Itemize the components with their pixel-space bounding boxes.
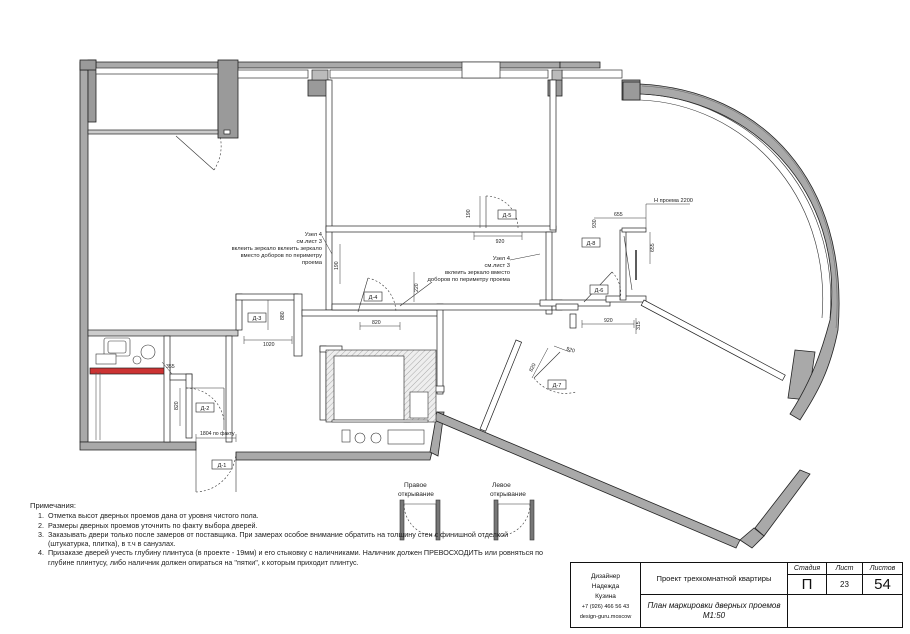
dim-190-d7: 920	[565, 346, 575, 354]
dim-1804: 1804 по факту	[200, 431, 235, 437]
door-tag-d4: Д-4	[369, 295, 378, 301]
exterior-walls	[79, 61, 816, 549]
svg-text:открывание: открывание	[398, 491, 434, 498]
sheet-label: Лист	[827, 563, 863, 575]
door-tag-d1: Д-1	[218, 463, 227, 469]
designer-first-name: Надежда	[591, 583, 620, 590]
legend-left-opening: Левое открывание	[490, 482, 535, 541]
note-item: Призаказе дверей учесть глубину плинтуса…	[46, 548, 550, 567]
svg-text:проема: проема	[302, 260, 323, 266]
door-tag-d5: Д-5	[503, 213, 512, 219]
sheet-title-line1: План маркировки дверных проемов	[647, 601, 781, 610]
svg-text:см.лист 3: см.лист 3	[296, 239, 322, 245]
dim-920-d6: 920	[604, 318, 613, 324]
sanitary-fixtures	[95, 337, 429, 445]
dim-920-d5: 920	[496, 239, 505, 245]
dim-820-d2: 820	[174, 401, 180, 410]
leader-lines	[321, 235, 541, 261]
windows	[95, 61, 623, 81]
notes-title: Примечания:	[30, 501, 76, 510]
designer-last-name: Кузина	[595, 593, 616, 600]
dim-880: 880	[280, 311, 286, 320]
door-tag-d2-box	[195, 402, 215, 413]
curved-facade	[639, 83, 840, 421]
svg-text:Левое: Левое	[492, 482, 511, 489]
door-tag-d7-box	[547, 379, 567, 390]
dim-1020-d3: 1020	[263, 342, 275, 348]
facade-pier	[622, 81, 641, 101]
svg-text:Узел 4: Узел 4	[493, 256, 511, 262]
dimension-lines	[161, 196, 690, 442]
note-item: Отметка высот дверных проемов дана от ур…	[46, 511, 550, 520]
notes-list: Отметка высот дверных проемов дана от ур…	[30, 511, 550, 567]
project-name: Проект трехкомнатной квартиры	[641, 563, 788, 595]
svg-text:см.лист 3: см.лист 3	[484, 263, 510, 269]
door-tag-d3-box	[247, 312, 267, 323]
designer-site: design-guru.moscow	[579, 614, 632, 620]
sheets-label: Листов	[863, 563, 902, 575]
stage-label: Стадия	[788, 563, 827, 575]
door-tag-d1-box	[211, 459, 233, 470]
door-tags: Д-1 Д-2 Д-3 Д-4 Д-5 Д-6 Д-7 Д-8	[195, 209, 609, 470]
dim-190-d5: 190	[466, 209, 472, 218]
dim-315: 315	[636, 321, 642, 330]
door-tag-d8-box	[581, 237, 601, 248]
door-tag-d4-box	[363, 291, 383, 302]
svg-text:открывание: открывание	[490, 491, 526, 498]
notes-block: Примечания: Отметка высот дверных проемо…	[30, 501, 550, 567]
door-tag-d3: Д-3	[253, 316, 262, 322]
door-tag-d6-box	[589, 284, 609, 295]
sheet-title: План маркировки дверных проемов М1:50	[641, 595, 788, 627]
step-hatch	[95, 372, 101, 440]
door-tag-d5-box	[497, 209, 517, 220]
opening-height-label: Н проема 2200	[654, 198, 693, 204]
dim-655-side: 655	[650, 243, 656, 252]
sheets-total: 54	[863, 575, 902, 595]
dim-220: 220	[414, 283, 420, 292]
legend-right-opening: Правое открывание	[398, 482, 441, 541]
note-item: Заказывать двери только после замеров от…	[46, 530, 550, 549]
svg-text:доборов по периметру проема: доборов по периметру проема	[428, 277, 511, 283]
sheet-title-line2: М1:50	[702, 611, 726, 620]
interior-walls	[87, 79, 786, 443]
svg-text:вместо доборов по периметру: вместо доборов по периметру	[241, 253, 322, 259]
hatched-elements	[325, 349, 437, 423]
dim-190-d4: 190	[334, 261, 340, 270]
dim-355: 355	[166, 364, 175, 370]
title-block: Дизайнер Надежда Кузина +7 (926) 466 56 …	[570, 562, 903, 628]
node-annotation-right: Узел 4 см.лист 3 вклеить зеркало вместо …	[428, 256, 511, 283]
svg-text:Правое: Правое	[404, 482, 427, 489]
stage-value: П	[788, 575, 827, 595]
sheet-number: 23	[827, 575, 863, 595]
opening-height-text: Н проема 2200	[654, 198, 693, 204]
dim-820-d7: 820	[528, 362, 537, 373]
door-tag-d6: Д-6	[595, 288, 604, 294]
dim-820-d4: 820	[372, 320, 381, 326]
designer-role: Дизайнер	[590, 573, 621, 580]
note-item: Размеры дверных проемов уточнить по факт…	[46, 521, 550, 530]
svg-text:Узел 4: Узел 4	[305, 232, 323, 238]
designer-cell: Дизайнер Надежда Кузина +7 (926) 466 56 …	[571, 563, 641, 627]
door-tag-d8: Д-8	[587, 241, 596, 247]
dim-655-top: 655	[614, 212, 623, 218]
svg-text:вклеить зеркало вместо: вклеить зеркало вместо	[445, 270, 510, 276]
door-tag-d2: Д-2	[201, 406, 210, 412]
dim-930: 930	[592, 219, 598, 228]
designer-phone: +7 (926) 466 56 43	[581, 604, 630, 610]
dimension-text: 920 920 820 1020 655 1804 по факту 355 8…	[166, 209, 656, 437]
node-annotation-left: Узел 4 см.лист 3 вклеить зеркало вклеить…	[232, 232, 323, 266]
door-tag-d7: Д-7	[553, 383, 562, 389]
svg-text:вклеить зеркало вклеить зеркал: вклеить зеркало вклеить зеркало	[232, 246, 322, 252]
